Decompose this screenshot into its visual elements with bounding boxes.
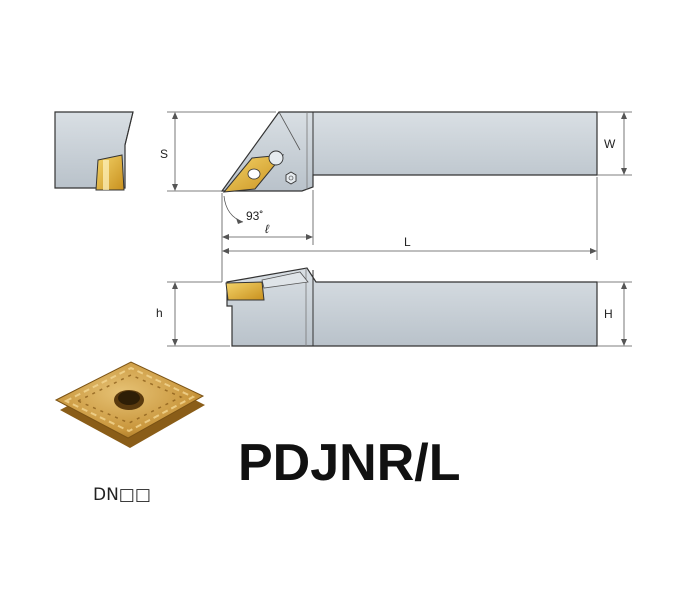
end-view — [54, 111, 134, 191]
side-view-insert — [225, 281, 265, 301]
side-view — [225, 267, 598, 347]
dimension-angle — [223, 195, 244, 224]
dimension-w — [597, 111, 632, 176]
clamp-screw-icon — [268, 150, 284, 166]
dimension-l-label: L — [404, 235, 411, 249]
dimension-l — [221, 177, 598, 282]
dimension-s — [167, 111, 276, 192]
dimension-h-large-label: H — [604, 307, 613, 321]
model-title: PDJNR/L — [238, 434, 460, 492]
dimension-w-label: W — [604, 137, 616, 151]
dimension-s-label: S — [160, 147, 168, 161]
dimension-h-small-label: h — [156, 306, 163, 320]
end-view-insert — [95, 154, 125, 191]
dimension-h-small — [167, 281, 230, 347]
insert-code-label: DN□□ — [93, 485, 151, 505]
top-view — [220, 111, 598, 193]
dimension-angle-label: 93˚ — [246, 209, 263, 223]
dimension-h-large — [597, 281, 632, 347]
dimension-ell-label: ℓ — [265, 222, 270, 236]
hex-screw-icon — [285, 171, 297, 185]
insert-image — [54, 361, 205, 448]
